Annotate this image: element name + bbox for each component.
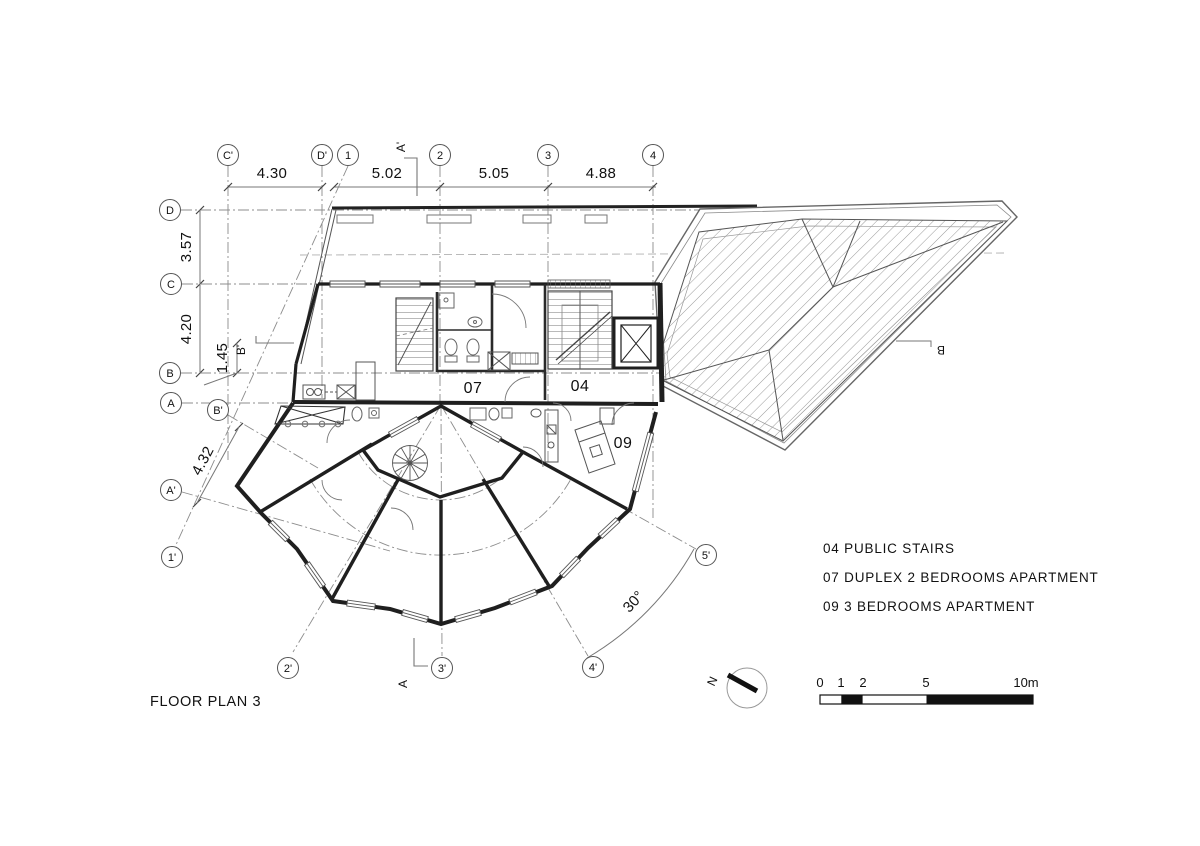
skylight-strips: [336, 214, 608, 224]
public-stair: [547, 290, 613, 370]
north-arrow: N: [704, 667, 768, 709]
lower-bath-fixtures: [351, 406, 513, 422]
grid-bubbles: C' D' 1 2 3 4 D C B A B' A' 1' 2' 3' 4' …: [159, 144, 717, 679]
roof-ridges: [663, 218, 1004, 441]
page-title: FLOOR PLAN 3: [150, 694, 261, 710]
interior-walls: [435, 284, 547, 400]
scale-2: 2: [859, 675, 866, 690]
scale-0: 0: [816, 675, 823, 690]
legend: 04 PUBLIC STAIRS 07 DUPLEX 2 BEDROOMS AP…: [823, 541, 1099, 614]
svg-text:D': D': [317, 150, 327, 162]
svg-text:3: 3: [545, 150, 551, 162]
shaft-and-louver: [487, 351, 539, 371]
bubble-3: 3: [537, 144, 559, 166]
scale-10m: 10m: [1013, 675, 1038, 690]
scale-bar: 0 1 2 5 10m: [816, 675, 1039, 705]
svg-text:B': B': [213, 405, 222, 417]
bubble-d-prime: D': [311, 144, 333, 166]
bubble-3-prime: 3': [431, 657, 453, 679]
bubble-4-prime: 4': [582, 656, 604, 678]
room-label-09: 09: [614, 435, 633, 452]
fan-windows: [267, 416, 655, 624]
section-markers: A' A B': [234, 142, 428, 688]
fan-outer-wall: [234, 401, 658, 627]
terrace-void: [274, 405, 346, 428]
spiral-stair: [392, 445, 428, 481]
section-a-bottom-label: A: [396, 680, 410, 688]
svg-text:A': A': [166, 485, 175, 497]
legend-item-09: 09 3 BEDROOMS APARTMENT: [823, 599, 1035, 614]
bubble-4: 4: [642, 144, 664, 166]
bubble-2-prime: 2': [277, 657, 299, 679]
bubble-a-prime-left: A': [160, 479, 182, 501]
bubble-2: 2: [429, 144, 451, 166]
svg-text:C': C': [223, 150, 233, 162]
dim-left-3: 1.45: [214, 343, 231, 373]
dim-left-1: 3.57: [178, 232, 195, 262]
bathroom-fixtures: [438, 292, 483, 363]
dim-top-2: 5.02: [372, 165, 402, 182]
north-label: N: [704, 674, 720, 688]
svg-text:1: 1: [345, 150, 351, 162]
roof: B: [654, 200, 1018, 451]
dim-top-4: 4.88: [586, 165, 616, 182]
angle-label: 30°: [620, 588, 648, 616]
core-top-louver: [547, 279, 611, 289]
dimensions: [192, 182, 658, 508]
svg-text:2': 2': [284, 663, 292, 675]
building-upper: 07 04: [291, 279, 665, 426]
dim-top-1: 4.30: [257, 165, 287, 182]
svg-text:3': 3': [438, 663, 446, 675]
dim-top-3: 5.05: [479, 165, 509, 182]
room-label-04: 04: [571, 378, 590, 395]
section-marker-b: B: [896, 340, 945, 357]
svg-text:2: 2: [437, 150, 443, 162]
bubble-5-prime: 5': [695, 544, 717, 566]
scale-1: 1: [837, 675, 844, 690]
bubble-1: 1: [337, 144, 359, 166]
section-b-left-label: B': [234, 345, 248, 355]
svg-text:B: B: [166, 368, 173, 380]
door-swings-upper: [491, 293, 635, 426]
roof-inner-offset: [666, 225, 997, 433]
angle-annotation: 30°: [586, 548, 695, 659]
svg-text:D: D: [166, 205, 174, 217]
north-needle: [726, 672, 759, 694]
svg-text:C: C: [167, 279, 175, 291]
scale-5: 5: [922, 675, 929, 690]
bubble-a: A: [160, 392, 182, 414]
dim-left-2: 4.20: [178, 314, 195, 344]
section-a-top-label: A': [394, 142, 408, 152]
bubble-c: C: [160, 273, 182, 295]
top-wall-windows: [329, 280, 531, 288]
fan-wing: 09: [234, 401, 658, 627]
bubble-d: D: [159, 199, 181, 221]
apartment-09-furniture: [530, 407, 616, 474]
svg-text:4: 4: [650, 150, 656, 162]
svg-text:4': 4': [589, 662, 597, 674]
central-hall: [360, 404, 526, 499]
legend-item-04: 04 PUBLIC STAIRS: [823, 541, 955, 556]
svg-text:A: A: [167, 398, 175, 410]
room-label-07: 07: [464, 380, 483, 397]
elevator: [612, 316, 660, 370]
svg-text:5': 5': [702, 550, 710, 562]
bubble-c-prime: C': [217, 144, 239, 166]
svg-text:1': 1': [168, 552, 176, 564]
legend-item-07: 07 DUPLEX 2 BEDROOMS APARTMENT: [823, 570, 1099, 585]
bubble-1-prime: 1': [161, 546, 183, 568]
fan-radial-walls: [259, 442, 628, 622]
bubble-b: B: [159, 362, 181, 384]
bubble-b-prime: B': [207, 399, 229, 421]
private-stair: [395, 297, 434, 372]
door-swings-fan: [321, 402, 572, 531]
kitchen: [302, 361, 376, 401]
section-b-label: B: [937, 343, 945, 357]
